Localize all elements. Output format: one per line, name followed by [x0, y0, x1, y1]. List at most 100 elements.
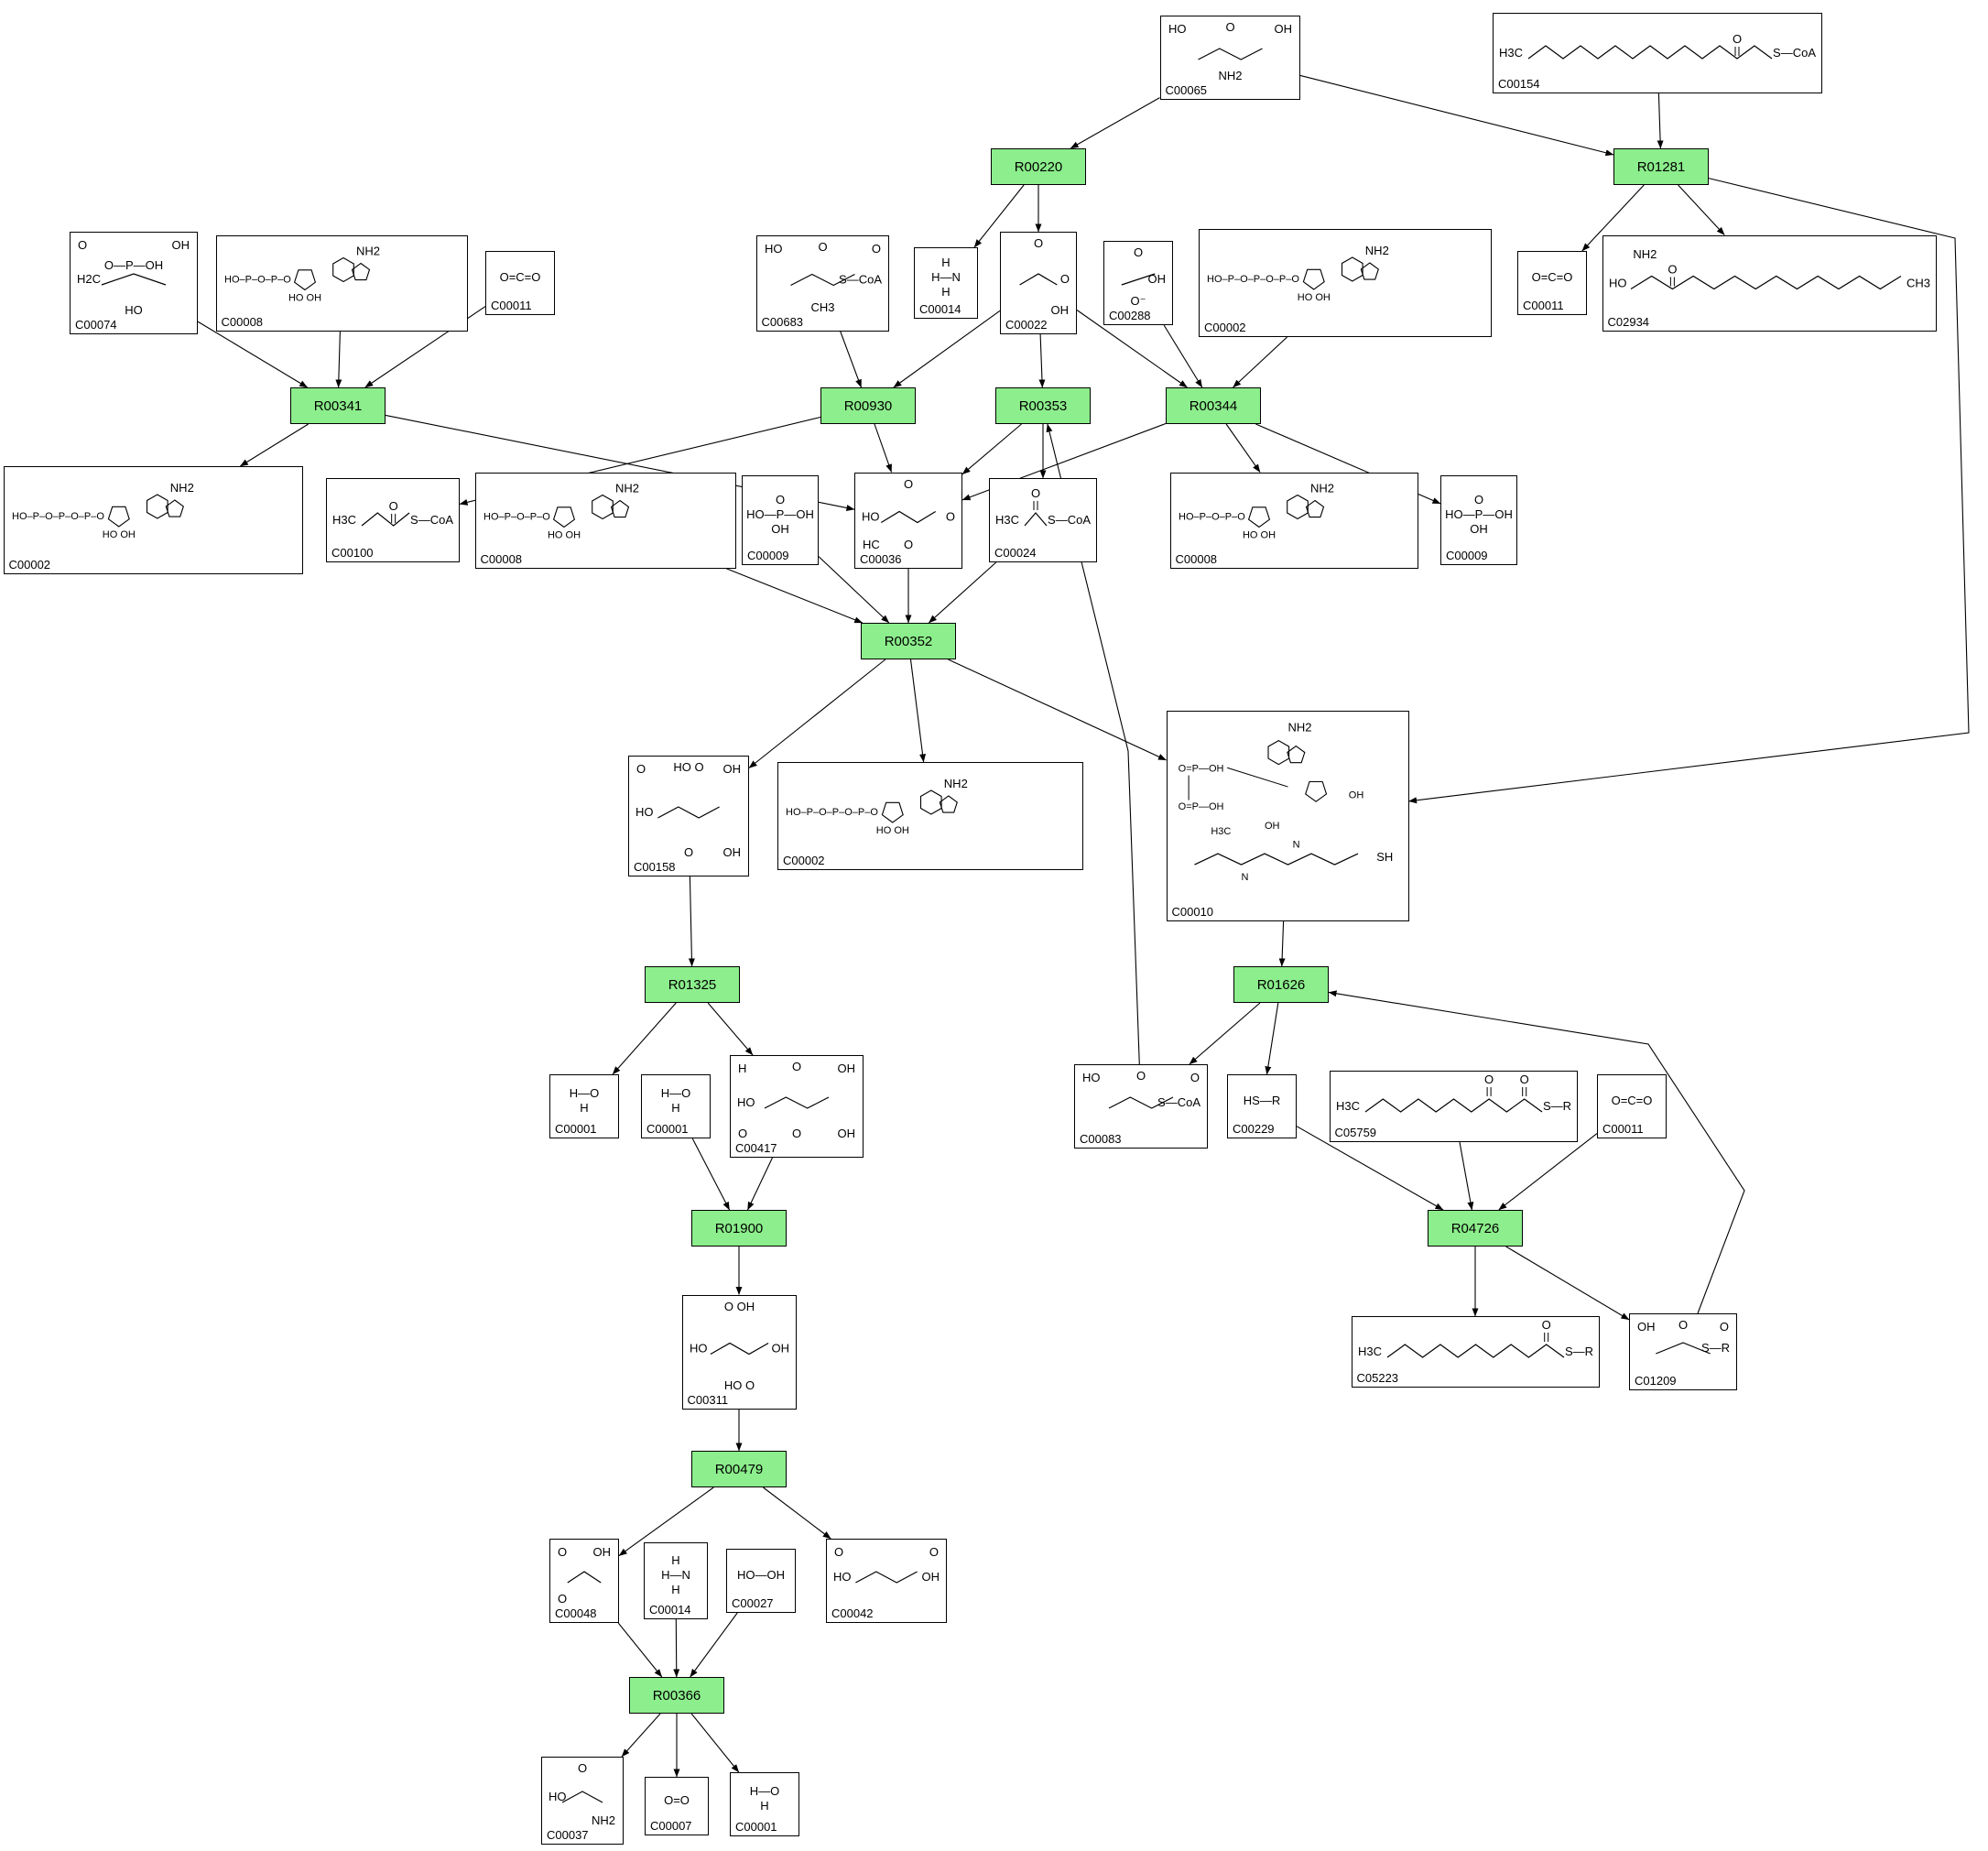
svg-text:O: O: [558, 1592, 567, 1606]
structure-drawing: H—OH: [570, 1086, 600, 1115]
compound-id-label: C05223: [1356, 1371, 1399, 1385]
reaction-node-r00930[interactable]: R00930: [820, 387, 916, 424]
compound-id-label: C00065: [1165, 83, 1208, 97]
svg-text:O=P—OH: O=P—OH: [1178, 801, 1223, 812]
svg-text:H—O: H—O: [661, 1086, 691, 1100]
reaction-node-r00479[interactable]: R00479: [691, 1451, 787, 1487]
reaction-node-r00352[interactable]: R00352: [861, 623, 956, 659]
reaction-id-label: R00352: [884, 633, 933, 649]
svg-text:O: O: [1190, 1071, 1200, 1084]
edge-c01209-r01626: [1328, 990, 1745, 1314]
compound-id-label: C00042: [831, 1606, 874, 1620]
compound-id-label: C02934: [1607, 314, 1650, 329]
svg-text:HO: HO: [862, 509, 880, 523]
compound-id-label: C00083: [1080, 1132, 1122, 1146]
svg-text:H—O: H—O: [570, 1086, 600, 1100]
svg-text:HO–P–O–P–O–P–O: HO–P–O–P–O–P–O: [786, 807, 878, 818]
reaction-node-r01626[interactable]: R01626: [1233, 966, 1329, 1003]
svg-text:HO–P–O–P–O–P–O: HO–P–O–P–O–P–O: [12, 511, 104, 522]
svg-text:O: O: [1060, 272, 1070, 286]
edge-c00011c-r04726: [1498, 1133, 1598, 1211]
svg-text:O=C=O: O=C=O: [500, 270, 541, 284]
reaction-node-r00353[interactable]: R00353: [995, 387, 1091, 424]
reaction-node-r04726[interactable]: R04726: [1428, 1210, 1523, 1247]
svg-text:H: H: [738, 1062, 746, 1075]
svg-text:OH: OH: [838, 1127, 856, 1140]
svg-text:OH: OH: [1470, 522, 1488, 536]
svg-text:HO: HO: [125, 303, 143, 317]
svg-text:OH: OH: [723, 845, 742, 859]
edge-r01325-c00001a: [612, 1002, 677, 1075]
svg-text:NH2: NH2: [356, 244, 380, 257]
svg-text:H3C: H3C: [1499, 46, 1523, 60]
svg-text:HO–P–O–P–O–P–O: HO–P–O–P–O–P–O: [1207, 274, 1299, 285]
reaction-node-r01900[interactable]: R01900: [691, 1210, 787, 1247]
reaction-node-r01325[interactable]: R01325: [645, 966, 740, 1003]
reaction-node-r01281[interactable]: R01281: [1613, 148, 1709, 185]
edge-r01281-c00011b: [1581, 184, 1645, 252]
svg-text:H3C: H3C: [1211, 826, 1231, 837]
svg-text:O: O: [1720, 1320, 1729, 1334]
compound-id-label: C00002: [8, 558, 51, 572]
svg-text:CH3: CH3: [1906, 276, 1929, 289]
svg-text:HO OH: HO OH: [1298, 292, 1331, 303]
reaction-node-r00220[interactable]: R00220: [991, 148, 1086, 185]
reaction-node-r00341[interactable]: R00341: [290, 387, 386, 424]
svg-text:HS—R: HS—R: [1244, 1094, 1280, 1107]
reaction-id-label: R00366: [652, 1687, 701, 1704]
svg-text:NH2: NH2: [1287, 721, 1311, 735]
svg-text:HO–P–O–P–O: HO–P–O–P–O: [224, 274, 291, 285]
svg-text:S—CoA: S—CoA: [1157, 1095, 1200, 1109]
reaction-node-r00366[interactable]: R00366: [629, 1677, 724, 1714]
reaction-node-r00344[interactable]: R00344: [1166, 387, 1261, 424]
edge-r01626-c00083: [1189, 1002, 1261, 1065]
reaction-id-label: R00353: [1018, 397, 1068, 414]
